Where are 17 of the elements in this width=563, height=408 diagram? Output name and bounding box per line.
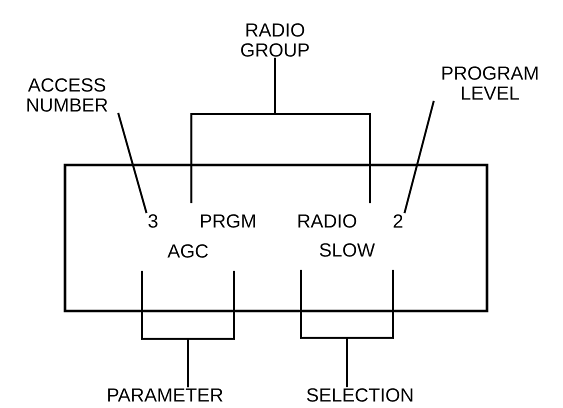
display-frame — [64, 164, 488, 312]
callout-label: ACCESS NUMBER — [27, 78, 108, 112]
leader-line — [117, 112, 148, 214]
bracket — [274, 58, 371, 204]
display-text: RADIO — [298, 214, 356, 228]
leader-line — [404, 100, 435, 214]
display-text: SLOW — [320, 243, 375, 257]
display-text: AGC — [167, 244, 208, 258]
display-text: PRGM — [201, 214, 255, 228]
callout-label: SELECTION — [307, 388, 412, 402]
callout-label: PROGRAM LEVEL — [442, 66, 538, 100]
callout-label: RADIO GROUP — [241, 23, 309, 57]
display-text: 3 — [148, 214, 158, 228]
bracket — [300, 268, 394, 388]
callout-label: PARAMETER — [108, 388, 223, 402]
display-text: 2 — [394, 214, 402, 228]
bracket — [141, 270, 235, 388]
